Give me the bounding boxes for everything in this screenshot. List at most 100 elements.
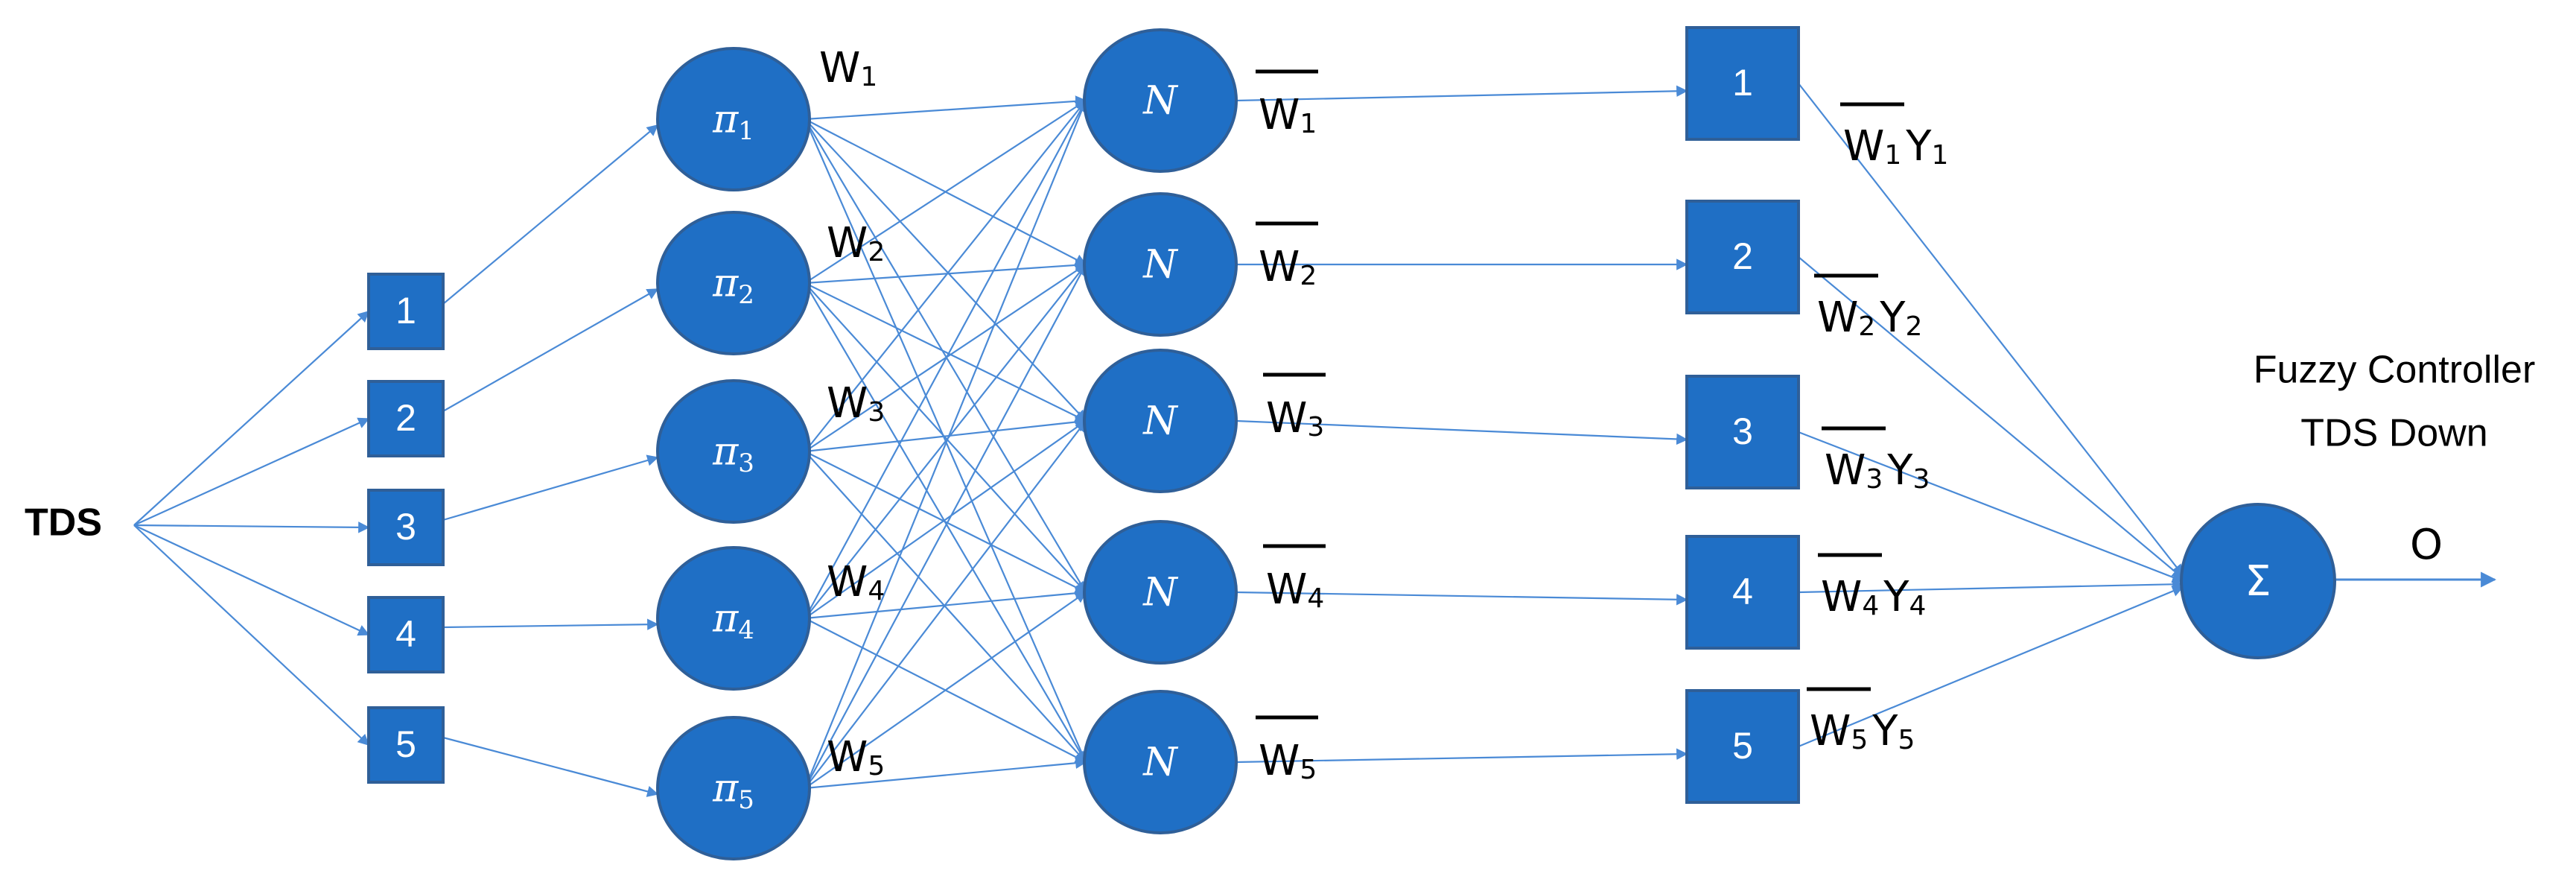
consequent-y-subscript: 4 xyxy=(1909,591,1927,621)
consequent-w-subscript: 1 xyxy=(1884,140,1901,171)
edge-input-to-l1-3 xyxy=(133,521,370,533)
edge-l2-5-to-l3-1 xyxy=(804,99,1087,789)
consequent-y-symbol: Y xyxy=(1879,294,1906,342)
edge-input-to-l1-5 xyxy=(133,524,370,746)
edge-l1-to-l2-1 xyxy=(442,124,659,305)
consequent-y-subscript: 1 xyxy=(1932,140,1949,171)
product-node-5 xyxy=(656,716,811,860)
edge-l3-to-l4-3 xyxy=(1235,419,1688,446)
weight-subscript: 3 xyxy=(868,397,885,428)
membership-box-5 xyxy=(367,706,445,784)
membership-box-label: 5 xyxy=(395,723,416,765)
edge-input-to-l1-4 xyxy=(133,524,370,636)
consequent-w-subscript: 2 xyxy=(1858,311,1875,342)
consequent-w-subscript: 4 xyxy=(1862,591,1879,621)
consequent-box-5 xyxy=(1685,689,1800,804)
edge-l2-2-to-l3-4 xyxy=(804,282,1087,594)
normalized-weight-label: W5 xyxy=(1259,737,1317,785)
input-label: TDS xyxy=(25,501,102,545)
weight-label: W2 xyxy=(827,219,885,267)
normalized-weight-subscript: 2 xyxy=(1300,261,1317,291)
edge-l3-to-l4-1 xyxy=(1235,85,1688,102)
consequent-box-label: 5 xyxy=(1732,725,1753,767)
consequent-w-subscript: 5 xyxy=(1851,725,1868,755)
sum-node-label: Σ xyxy=(2245,557,2271,606)
consequent-box-4 xyxy=(1685,535,1800,650)
edge-input-to-l1-2 xyxy=(133,417,370,527)
edge-l1-to-l2-5 xyxy=(442,736,659,797)
product-node-label: π1 xyxy=(712,98,754,147)
consequent-box-label: 3 xyxy=(1732,410,1753,452)
edge-l2-5-to-l3-2 xyxy=(804,263,1087,789)
connection-edges xyxy=(133,83,2497,797)
edge-l2-1-to-l3-3 xyxy=(804,118,1087,422)
consequent-y-subscript: 5 xyxy=(1898,725,1915,755)
edge-l2-4-to-l3-3 xyxy=(804,420,1087,619)
normalization-node-3 xyxy=(1083,349,1238,493)
edge-l1-to-l2-4 xyxy=(442,618,659,630)
weight-subscript: 2 xyxy=(868,237,885,267)
membership-box-label: 3 xyxy=(395,506,416,548)
edge-l2-4-to-l3-1 xyxy=(804,99,1087,619)
membership-box-label: 2 xyxy=(395,397,416,439)
consequent-box-3 xyxy=(1685,375,1800,489)
normalization-node-2 xyxy=(1083,192,1238,337)
membership-box-label: 1 xyxy=(395,290,416,332)
membership-box-1 xyxy=(367,273,445,350)
weight-label: W5 xyxy=(827,733,885,781)
edge-l4-to-sum-3 xyxy=(1798,431,2184,583)
consequent-box-2 xyxy=(1685,200,1800,314)
weight-subscript: 1 xyxy=(860,62,877,92)
weight-label: W4 xyxy=(827,558,885,606)
normalized-weight-label: W2 xyxy=(1259,243,1317,291)
edge-l1-to-l2-3 xyxy=(442,454,659,521)
sum-node xyxy=(2180,503,2336,659)
normalization-node-label: N xyxy=(1142,243,1178,288)
edge-l2-1-to-l3-4 xyxy=(804,118,1087,594)
edge-l2-3-to-l3-4 xyxy=(804,451,1087,593)
edge-l2-3-to-l3-5 xyxy=(804,451,1087,764)
edge-l2-2-to-l3-3 xyxy=(804,282,1087,422)
normalization-node-label: N xyxy=(1142,79,1178,124)
consequent-y-subscript: 2 xyxy=(1906,311,1923,342)
nodes xyxy=(367,26,2336,860)
controller-title-line1: Fuzzy Controller xyxy=(2254,349,2536,392)
edge-l2-2-to-l3-1 xyxy=(804,100,1087,284)
edge-l2-5-to-l3-4 xyxy=(804,592,1087,789)
product-node-4 xyxy=(656,546,811,691)
edge-l4-to-sum-5 xyxy=(1798,586,2184,748)
edge-l2-4-to-l3-2 xyxy=(804,263,1087,619)
membership-box-4 xyxy=(367,596,445,673)
normalization-node-1 xyxy=(1083,28,1238,173)
normalized-weight-subscript: 1 xyxy=(1300,109,1317,139)
product-node-subscript: 2 xyxy=(738,280,754,310)
consequent-y-symbol: Y xyxy=(1886,446,1913,495)
consequent-box-label: 1 xyxy=(1732,62,1753,104)
product-node-subscript: 1 xyxy=(738,116,754,146)
normalized-weight-label: W3 xyxy=(1266,394,1324,443)
weight-subscript: 5 xyxy=(868,751,885,781)
edge-l4-to-sum-2 xyxy=(1798,256,2184,579)
normalized-weight-subscript: 4 xyxy=(1307,583,1324,614)
normalized-weight-subscript: 5 xyxy=(1300,755,1317,785)
normalization-node-label: N xyxy=(1142,399,1178,444)
edge-l3-to-l4-4 xyxy=(1235,591,1688,606)
normalization-node-label: N xyxy=(1142,571,1178,615)
normalization-node-label: N xyxy=(1142,741,1178,785)
consequent-y-symbol: Y xyxy=(1883,573,1909,621)
weight-label: W1 xyxy=(819,44,877,92)
controller-title-line2: TDS Down xyxy=(2300,412,2487,455)
normalized-weight-subscript: 3 xyxy=(1307,412,1324,443)
membership-box-3 xyxy=(367,489,445,566)
labels: 12345π1π2π3π4π5W1W2W3W4W5NNNNNW1W2W3W4W5… xyxy=(25,44,2535,815)
edge-input-to-l1-1 xyxy=(133,310,370,526)
weight-label: W3 xyxy=(827,379,885,428)
weight-subscript: 4 xyxy=(868,576,885,606)
edge-l2-5-to-l3-3 xyxy=(804,419,1087,789)
consequent-y-subscript: 3 xyxy=(1913,464,1930,495)
edge-l4-to-sum-4 xyxy=(1798,578,2184,594)
